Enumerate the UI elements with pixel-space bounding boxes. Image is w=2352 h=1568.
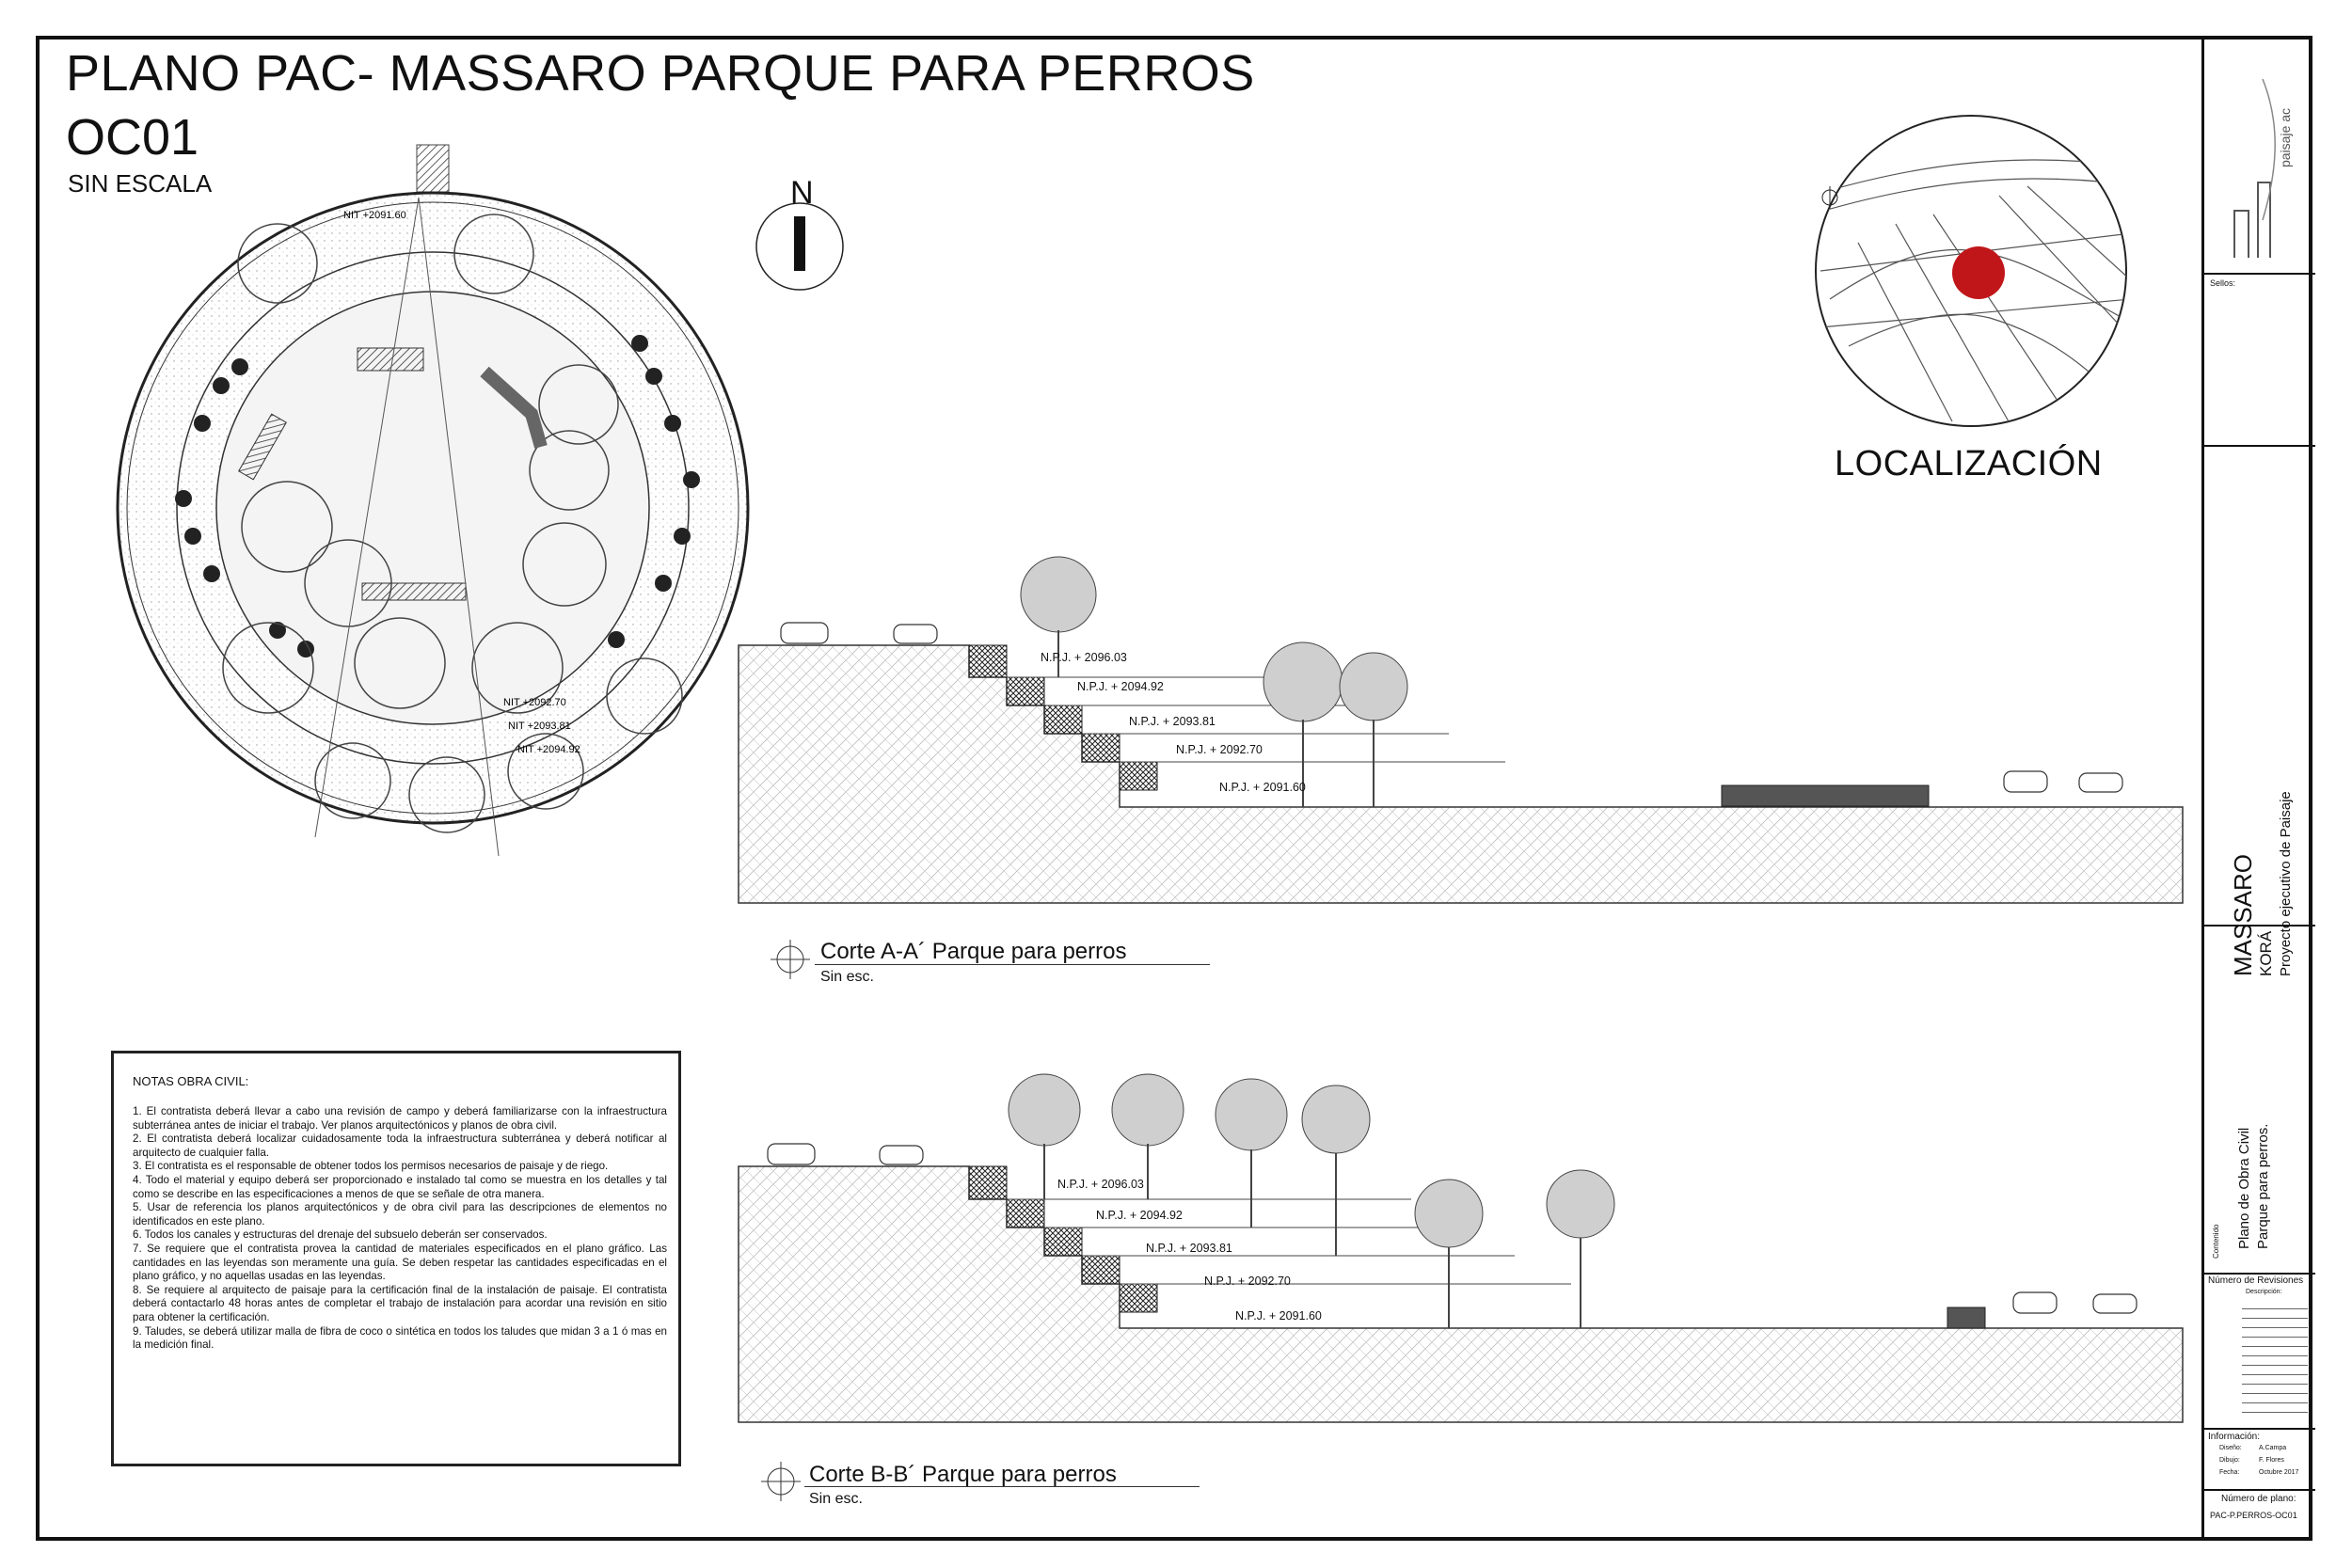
note-item: 2. El contratista deberá localizar cuida…: [133, 1132, 667, 1159]
info-label: Información:: [2208, 1432, 2261, 1442]
plan-level-label: NIT +2092.70: [503, 697, 566, 708]
project-sub: KORÁ: [2257, 930, 2275, 976]
content-label: Contenido: [2212, 1224, 2220, 1259]
notes-title: NOTAS OBRA CIVIL:: [133, 1074, 249, 1088]
location-marker: [1952, 246, 2005, 299]
level-label: N.P.J. + 2092.70: [1204, 1275, 1291, 1288]
note-item: 8. Se requiere al arquitecto de paisaje …: [133, 1283, 667, 1323]
section-b-title: Corte B-B´ Parque para perros: [809, 1462, 1117, 1487]
notes-list: 1. El contratista deberá llevar a cabo u…: [133, 1105, 667, 1353]
plan-level-label: NIT +2093.81: [508, 721, 571, 732]
level-label: N.P.J. + 2091.60: [1219, 781, 1306, 794]
title-block: paisaje ac Sellos: MASSARO KORÁ Proyecto…: [2201, 36, 2315, 1541]
scale-note: SIN ESCALA: [68, 169, 213, 198]
level-label: N.P.J. + 2094.92: [1096, 1209, 1183, 1222]
info-key: Diseño:: [2219, 1445, 2242, 1451]
notes-box: NOTAS OBRA CIVIL: 1. El contratista debe…: [111, 1051, 681, 1466]
info-key: Dibujo:: [2219, 1457, 2240, 1464]
drawing-frame: [36, 36, 2312, 1541]
section-marker-icon: [771, 940, 810, 979]
company-logo-text: paisaje ac: [2278, 107, 2293, 167]
note-item: 9. Taludes, se deberá utilizar malla de …: [133, 1324, 667, 1352]
level-label: N.P.J. + 2093.81: [1129, 715, 1216, 728]
north-arrow-icon: [755, 202, 844, 291]
drawing-title: PLANO PAC- MASSARO PARQUE PARA PERROS: [66, 45, 1255, 102]
info-value: A.Campa: [2259, 1445, 2287, 1451]
section-a: [738, 556, 2184, 904]
info-key: Fecha:: [2219, 1469, 2240, 1476]
note-item: 7. Se requiere que el contratista provea…: [133, 1242, 667, 1283]
location-map: [1815, 115, 2127, 427]
plan-level-label: NIT +2094.92: [517, 744, 580, 755]
content-line2: Parque para perros.: [2255, 1123, 2271, 1249]
note-item: 6. Todos los canales y estructuras del d…: [133, 1228, 548, 1242]
revisions-table: [2242, 1300, 2308, 1413]
level-label: N.P.J. + 2096.03: [1041, 651, 1127, 664]
content-line1: Plano de Obra Civil: [2236, 1127, 2252, 1249]
section-a-title: Corte A-A´ Parque para perros: [820, 939, 1127, 964]
seals-label: Sellos:: [2210, 278, 2236, 288]
level-label: N.P.J. + 2094.92: [1077, 680, 1164, 693]
level-label: N.P.J. + 2092.70: [1176, 743, 1263, 756]
dog-park-plan: NIT +2091.60 NIT +2092.70 NIT +2093.81 N…: [116, 144, 750, 856]
note-item: 5. Usar de referencia los planos arquite…: [133, 1201, 667, 1227]
project-desc: Proyecto ejecutivo de Paisaje: [2278, 791, 2294, 976]
plan-level-label: NIT +2091.60: [343, 210, 406, 221]
section-a-underline: [815, 964, 1210, 965]
company-logo-icon: [2233, 78, 2276, 258]
drawing-code: OC01: [66, 109, 199, 166]
level-label: N.P.J. + 2096.03: [1057, 1178, 1144, 1191]
plan-number: PAC-P.PERROS-OC01: [2210, 1511, 2297, 1520]
section-b-underline: [804, 1486, 1200, 1487]
section-b: [738, 1073, 2184, 1423]
note-item: 4. Todo el material y equipo deberá ser …: [133, 1173, 667, 1200]
note-item: 1. El contratista deberá llevar a cabo u…: [133, 1105, 667, 1132]
level-label: N.P.J. + 2091.60: [1235, 1309, 1322, 1323]
plan-number-label: Número de plano:: [2221, 1494, 2296, 1504]
revisions-desc: Descripción:: [2246, 1289, 2282, 1295]
section-marker-icon: [761, 1462, 801, 1501]
info-value: Octubre 2017: [2259, 1469, 2299, 1476]
section-b-subtitle: Sin esc.: [809, 1491, 863, 1507]
section-a-subtitle: Sin esc.: [820, 969, 874, 985]
revisions-label: Número de Revisiones: [2208, 1275, 2304, 1286]
project-name: MASSARO: [2229, 853, 2257, 976]
note-item: 3. El contratista es el responsable de o…: [133, 1160, 609, 1173]
level-label: N.P.J. + 2093.81: [1146, 1242, 1232, 1255]
info-value: F. Flores: [2259, 1457, 2284, 1464]
location-title: LOCALIZACIÓN: [1835, 444, 2103, 483]
